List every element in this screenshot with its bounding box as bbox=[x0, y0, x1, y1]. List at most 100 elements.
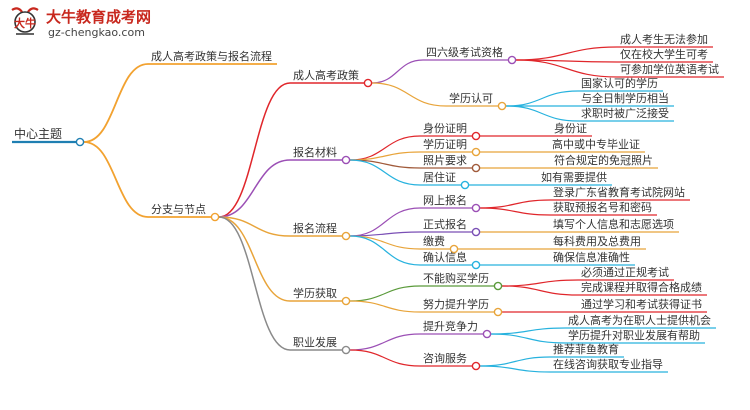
dot-b1-2-0[interactable] bbox=[471, 203, 481, 213]
node-b1-1-0-0[interactable]: 身份证 bbox=[554, 121, 587, 135]
node-b1-4-0-1[interactable]: 学历提升对职业发展有帮助 bbox=[568, 328, 700, 342]
node-b1-2-0-1[interactable]: 获取预报名号和密码 bbox=[553, 200, 652, 214]
node-b1-3[interactable]: 学历获取 bbox=[293, 286, 337, 300]
link-b1-4-0-1 bbox=[490, 333, 566, 344]
dot-b1-1-0[interactable] bbox=[471, 131, 481, 141]
node-b1-2-2-0[interactable]: 每科费用及总费用 bbox=[553, 234, 641, 248]
link-b1-4-1 bbox=[349, 349, 421, 367]
link-b1 bbox=[83, 141, 149, 218]
node-b1-1-1[interactable]: 学历证明 bbox=[423, 137, 467, 151]
logo-mark-text: 大牛 bbox=[14, 16, 36, 30]
dot-b1-2-1[interactable] bbox=[471, 227, 481, 237]
site-logo[interactable]: 大牛 大牛教育成考网 gz-chengkao.com bbox=[8, 4, 168, 48]
node-b1-3-0[interactable]: 不能购买学历 bbox=[423, 271, 489, 285]
logo-title: 大牛教育成考网 bbox=[46, 8, 152, 26]
node-b1-1-3[interactable]: 居住证 bbox=[423, 170, 456, 184]
link-b1-4 bbox=[218, 216, 291, 351]
link-b1-3-0-1 bbox=[501, 285, 579, 296]
link-b1-0-0-2 bbox=[515, 59, 618, 78]
node-b1-0-0[interactable]: 四六级考试资格 bbox=[426, 45, 503, 59]
node-b1-2-0[interactable]: 网上报名 bbox=[423, 193, 467, 207]
node-b1-3-0-1[interactable]: 完成课程并取得合格成绩 bbox=[581, 280, 702, 294]
link-b1-2-0-1 bbox=[479, 207, 551, 216]
dot-b1-2-3[interactable] bbox=[471, 260, 481, 270]
link-b1-2-3 bbox=[349, 235, 421, 266]
link-b1-2-0 bbox=[349, 207, 421, 237]
link-b1-0 bbox=[218, 82, 291, 218]
dot-b1-1-1[interactable] bbox=[471, 147, 481, 157]
node-b1-2[interactable]: 报名流程 bbox=[293, 221, 337, 235]
logo-url: gz-chengkao.com bbox=[48, 26, 145, 39]
link-b1-2-2 bbox=[349, 235, 421, 250]
link-b1-0-1-0 bbox=[505, 90, 579, 107]
dot-b1-0-0[interactable] bbox=[507, 55, 517, 65]
node-b1-2-2[interactable]: 缴费 bbox=[423, 234, 445, 248]
dot-b1-4[interactable] bbox=[341, 345, 351, 355]
dot-b1-2-2[interactable] bbox=[449, 244, 459, 254]
dot-b1-1-2[interactable] bbox=[471, 163, 481, 173]
link-b1-4-1-0 bbox=[479, 356, 551, 367]
dot-b1-2[interactable] bbox=[341, 231, 351, 241]
root-node-label[interactable]: 中心主题 bbox=[14, 126, 62, 141]
node-b1-2-3[interactable]: 确认信息 bbox=[423, 250, 467, 264]
node-b1-4-0-0[interactable]: 成人高考为在职人士提供机会 bbox=[568, 313, 711, 327]
node-b1-4[interactable]: 职业发展 bbox=[293, 335, 337, 349]
node-b1-4-1-1[interactable]: 在线咨询获取专业指导 bbox=[553, 357, 663, 371]
node-b1-0-1-1[interactable]: 与全日制学历相当 bbox=[581, 91, 669, 105]
link-b0 bbox=[83, 63, 149, 143]
link-b1-2-0-0 bbox=[479, 199, 551, 209]
bull-logo-icon: 大牛 bbox=[11, 7, 39, 35]
node-b1-1-2[interactable]: 照片要求 bbox=[423, 154, 467, 167]
dot-b1-1-3[interactable] bbox=[460, 180, 470, 190]
link-b1-0-0 bbox=[371, 59, 424, 84]
node-b0[interactable]: 成人高考政策与报名流程 bbox=[151, 49, 272, 63]
dot-b1-3-0[interactable] bbox=[493, 281, 503, 291]
node-b1-0[interactable]: 成人高考政策 bbox=[293, 68, 359, 82]
node-b1-1[interactable]: 报名材料 bbox=[293, 145, 337, 159]
dot-b1-4-1[interactable] bbox=[471, 361, 481, 371]
node-b1-2-1[interactable]: 正式报名 bbox=[423, 217, 467, 231]
node-b1-0-1[interactable]: 学历认可 bbox=[449, 91, 493, 105]
link-b1-3 bbox=[218, 216, 291, 302]
node-b1-1-2-0[interactable]: 符合规定的免冠照片 bbox=[554, 153, 653, 167]
dot-b1-3-1[interactable] bbox=[493, 307, 503, 317]
link-b1-4-0 bbox=[349, 333, 421, 351]
link-b1-2-1 bbox=[349, 231, 421, 237]
node-b1-2-1-0[interactable]: 填写个人信息和志愿选项 bbox=[553, 217, 674, 231]
node-b1-4-0[interactable]: 提升竞争力 bbox=[423, 319, 478, 333]
node-b1-4-1-0[interactable]: 推荐菲鱼教育 bbox=[553, 342, 619, 356]
dot-b1-0-1[interactable] bbox=[497, 101, 507, 111]
link-b1-4-0-0 bbox=[490, 327, 566, 335]
node-b1-3-0-0[interactable]: 必须通过正规考试 bbox=[581, 265, 669, 279]
node-b1-0-0-1[interactable]: 仅在校大学生可考 bbox=[620, 47, 708, 61]
link-b1-0-1 bbox=[371, 82, 447, 107]
node-b1-3-1[interactable]: 努力提升学历 bbox=[423, 297, 489, 311]
node-b1[interactable]: 分支与节点 bbox=[151, 203, 206, 216]
node-b1-2-3-0[interactable]: 确保信息准确性 bbox=[553, 250, 630, 264]
link-b1-1-3 bbox=[349, 159, 421, 186]
node-b1-1-3-0[interactable]: 如有需要提供 bbox=[541, 170, 607, 184]
node-b1-2-0-0[interactable]: 登录广东省教育考试院网站 bbox=[553, 185, 685, 199]
link-b1-0-0-0 bbox=[515, 46, 618, 61]
node-b1-1-1-0[interactable]: 高中或中专毕业证 bbox=[552, 137, 640, 151]
node-b1-0-0-2[interactable]: 可参加学位英语考试 bbox=[620, 62, 719, 76]
dot-b1-3[interactable] bbox=[341, 296, 351, 306]
node-b1-3-1-0[interactable]: 通过学习和考试获得证书 bbox=[581, 297, 702, 311]
node-b1-1-0[interactable]: 身份证明 bbox=[423, 121, 467, 135]
dot-b1-1[interactable] bbox=[341, 155, 351, 165]
dot-b1[interactable] bbox=[210, 212, 220, 222]
dot-b1-4-0[interactable] bbox=[482, 329, 492, 339]
node-b1-4-1[interactable]: 咨询服务 bbox=[423, 351, 467, 365]
node-b1-0-0-0[interactable]: 成人考生无法参加 bbox=[620, 32, 708, 46]
link-b1-4-1-1 bbox=[479, 365, 551, 373]
mindmap-links bbox=[12, 46, 724, 373]
node-b1-0-1-2[interactable]: 求职时被广泛接受 bbox=[581, 107, 669, 120]
link-b1-3-0 bbox=[349, 285, 421, 302]
root-collapse-dot[interactable] bbox=[75, 137, 85, 147]
dot-b1-0[interactable] bbox=[363, 78, 373, 88]
node-b1-0-1-0[interactable]: 国家认可的学历 bbox=[581, 76, 658, 90]
link-b1-3-1 bbox=[349, 300, 421, 313]
link-b1-2 bbox=[218, 216, 291, 237]
